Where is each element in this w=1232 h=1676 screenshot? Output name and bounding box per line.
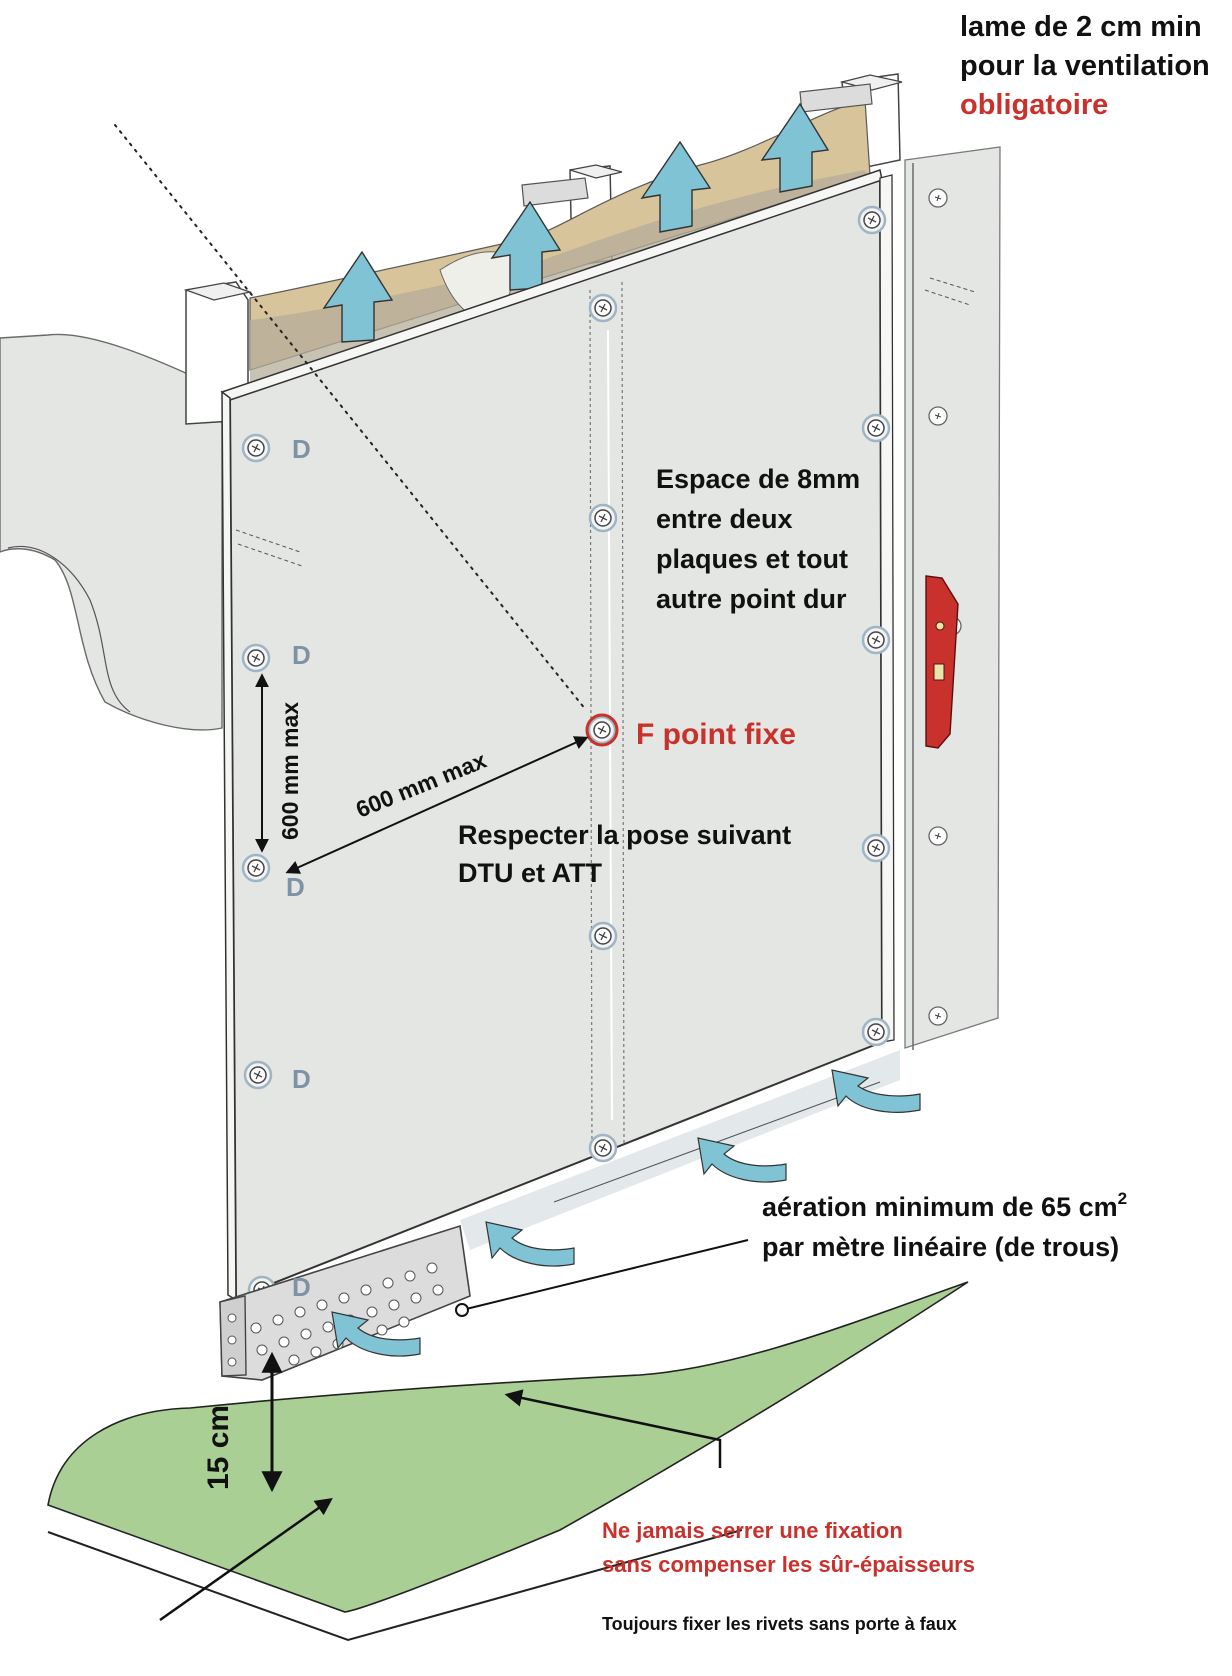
batten-left-top [183,282,253,301]
fixed-point-label: F point fixe [636,718,796,751]
ground-pointer-arrow [159,1497,333,1622]
sliding-point-marker: D [292,434,311,464]
screw-icon [928,188,948,208]
up-arrow-icon [322,250,394,343]
screw-icon [861,413,891,443]
screw-icon [861,625,891,655]
ventilation-note-line1: lame de 2 cm min [960,11,1202,43]
aeration-note-main: aération minimum de 65 cm [762,1192,1118,1222]
screw-icon [861,833,891,863]
ground-area [47,1281,969,1613]
screw-icon [241,433,271,463]
screw-icon [928,826,948,846]
curved-arrow-icon [831,1069,921,1113]
spacing-note-line1: Espace de 8mm [656,464,860,494]
ventilation-arrows [322,102,830,343]
up-arrow-icon [490,200,562,291]
left-panel-gap-line [235,529,303,567]
curved-arrow-icon [331,1311,421,1357]
spirit-level-icon [925,575,959,749]
dim-vertical-label: 600 mm max [277,702,303,840]
sliding-point-marker: D [286,872,305,902]
left-wall-outline [7,546,131,713]
screw-icon [861,1017,891,1047]
spacing-note-line4: autre point dur [656,584,847,614]
ventilation-note-line2: pour la ventilation [960,50,1210,82]
left-wall-panel [0,333,223,731]
ground-baseline [47,1529,743,1642]
screw-icon [241,643,271,673]
screw-icon [588,1133,618,1163]
aeration-note-line1: aération minimum de 65 cm2 [762,1189,1127,1222]
warning-note-line1: Ne jamais serrer une fixation [602,1518,903,1543]
top-bracket-1 [521,177,589,207]
airflow-arrows [331,1069,921,1357]
curved-arrow-icon [697,1137,787,1183]
screw-icon [241,853,271,883]
screw-icon [243,1060,273,1090]
curved-arrow-icon [485,1221,575,1267]
dtu-note-line2: DTU et ATT [458,858,602,888]
sliding-point-marker: D [292,640,311,670]
panel-right-edge [879,174,895,1043]
bottom-gap-shadow [460,1050,900,1250]
screw-icon [588,921,618,951]
screw-icon [928,1006,948,1026]
fixed-point-leader [114,124,587,711]
screw-icon [588,503,618,533]
up-arrow-icon [640,140,712,233]
screw-icon [857,205,887,235]
right-panel-gap-line [924,277,976,306]
batten-middle-top [569,164,623,179]
spacing-note-line3: plaques et tout [656,544,848,574]
aeration-note-line2: par mètre linéaire (de trous) [762,1232,1119,1262]
height-dim-label: 15 cm [202,1405,235,1490]
rivets-note: Toujours fixer les rivets sans porte à f… [602,1614,957,1634]
aeration-leader [461,1239,749,1311]
sliding-point-marker: D [292,1064,311,1094]
screw-icon [928,406,948,426]
ventilation-note-line3: obligatoire [960,89,1108,121]
spacing-note-line2: entre deux [656,504,793,534]
sliding-point-marker: D [292,1272,311,1302]
screw-icon [587,715,617,745]
fixed-point-screw [585,713,619,747]
aeration-note-superscript: 2 [1118,1189,1127,1208]
dtu-note-line1: Respecter la pose suivant [458,820,791,850]
aeration-leader-dot [455,1303,469,1317]
dim-horizontal-arrow [285,736,589,874]
screw-icon [588,293,618,323]
up-arrow-icon [760,102,830,193]
warning-leader [504,1389,722,1468]
warning-note-line2: sans compenser les sûr-épaisseurs [602,1552,975,1577]
joint-line-left [589,289,593,1161]
